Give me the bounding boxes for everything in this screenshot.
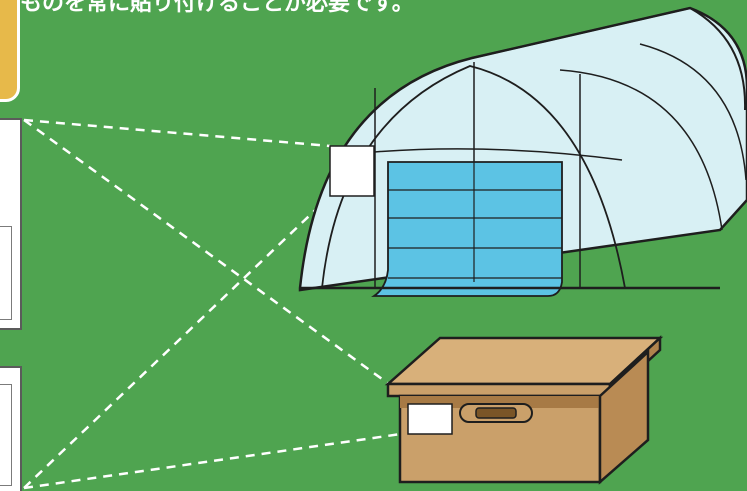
left-card-bottom-table (0, 384, 12, 486)
greenhouse-back-rib (689, 7, 747, 111)
greenhouse-icon (298, 6, 747, 297)
left-card-bottom (0, 366, 22, 491)
box-body-side (598, 349, 650, 485)
greenhouse-curtain (371, 161, 563, 297)
greenhouse-side-rib-2 (639, 43, 747, 181)
left-card-top-table (0, 226, 12, 320)
header-tab-decoration (0, 0, 20, 102)
box-lid-front (386, 382, 612, 398)
callout-line-greenhouse-bottom (23, 195, 331, 489)
box-label-sheet (407, 403, 453, 435)
callout-line-greenhouse-top (23, 118, 331, 148)
box-handle-grip (475, 407, 517, 419)
greenhouse-ridge (471, 7, 691, 59)
greenhouse-curtain-grid (388, 162, 562, 282)
caption-text: ものを常に貼り付けることが必要です。 (20, 0, 414, 16)
callout-lines (23, 118, 409, 490)
left-card-top (0, 118, 22, 330)
storage-box-icon (384, 335, 664, 485)
greenhouse-side-rib-1 (559, 69, 723, 231)
greenhouse-label-sheet (329, 145, 375, 197)
callout-line-box-bottom (23, 431, 409, 490)
callout-line-box-top (23, 118, 401, 394)
